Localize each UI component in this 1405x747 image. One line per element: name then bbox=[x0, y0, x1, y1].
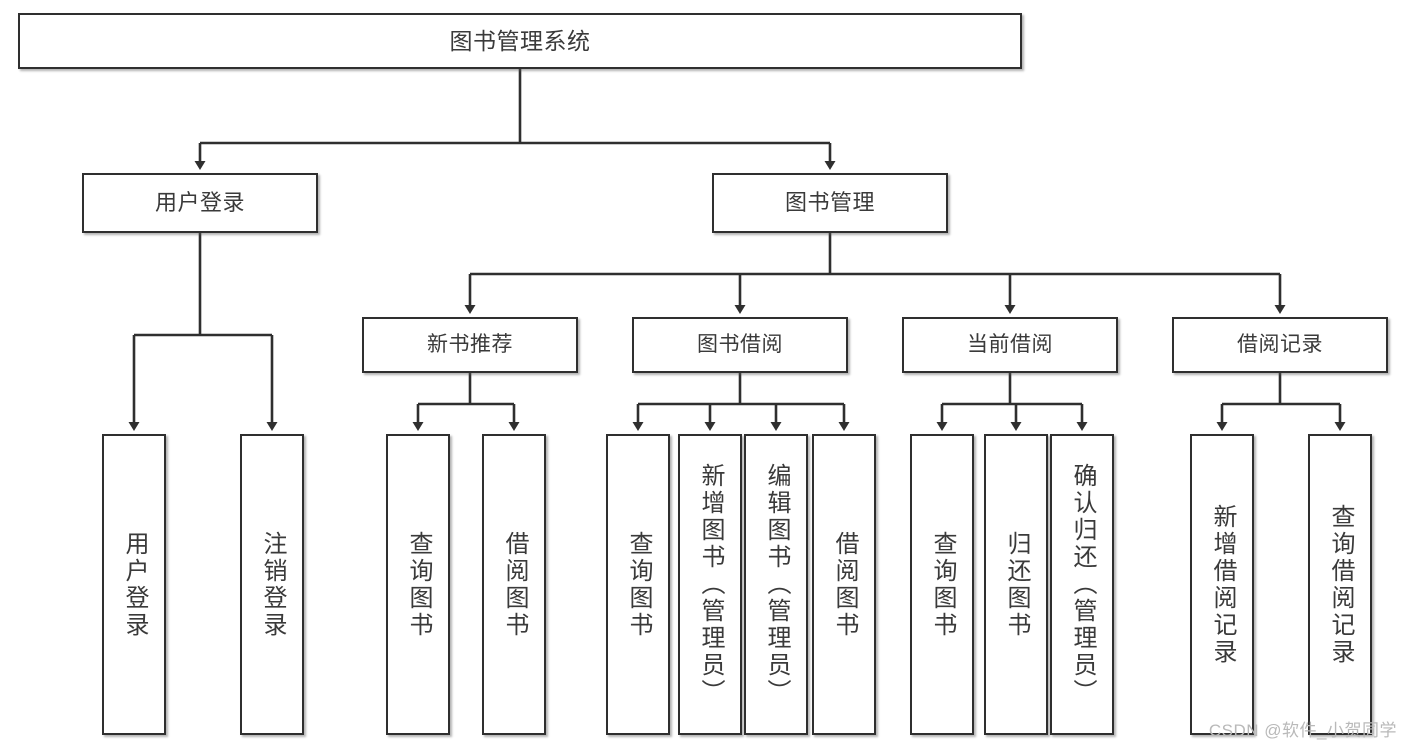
node-lf5[interactable]: 查询图书 bbox=[606, 434, 670, 735]
node-label: 新增图书（管理员） bbox=[697, 463, 724, 706]
node-lf7[interactable]: 编辑图书（管理员） bbox=[744, 434, 808, 735]
node-login[interactable]: 用户登录 bbox=[82, 173, 318, 233]
csdn-watermark: CSDN @软件_小贺同学 bbox=[1208, 721, 1397, 740]
node-newrec[interactable]: 新书推荐 bbox=[362, 317, 578, 373]
node-label: 编辑图书（管理员） bbox=[763, 463, 790, 706]
node-label: 图书管理 bbox=[784, 190, 875, 216]
node-lf2[interactable]: 注销登录 bbox=[240, 434, 304, 735]
node-lf9[interactable]: 查询图书 bbox=[910, 434, 974, 735]
node-lf10[interactable]: 归还图书 bbox=[984, 434, 1048, 735]
node-label: 查询图书 bbox=[625, 530, 652, 639]
node-label: 查询图书 bbox=[929, 530, 956, 639]
node-label: 查询借阅记录 bbox=[1327, 503, 1354, 666]
node-label: 借阅记录 bbox=[1237, 332, 1323, 356]
node-borrow[interactable]: 图书借阅 bbox=[632, 317, 848, 373]
node-label: 用户登录 bbox=[154, 190, 245, 216]
node-label: 图书借阅 bbox=[697, 332, 783, 356]
node-lf13[interactable]: 查询借阅记录 bbox=[1308, 434, 1372, 735]
node-bookmg[interactable]: 图书管理 bbox=[712, 173, 948, 233]
node-label: 归还图书 bbox=[1003, 530, 1030, 639]
node-label: 借阅图书 bbox=[831, 530, 858, 639]
node-current[interactable]: 当前借阅 bbox=[902, 317, 1118, 373]
node-label: 注销登录 bbox=[259, 530, 286, 639]
node-lf6[interactable]: 新增图书（管理员） bbox=[678, 434, 742, 735]
node-lf11[interactable]: 确认归还（管理员） bbox=[1050, 434, 1114, 735]
node-records[interactable]: 借阅记录 bbox=[1172, 317, 1388, 373]
node-label: 新书推荐 bbox=[427, 332, 513, 356]
node-label: 查询图书 bbox=[405, 530, 432, 639]
node-label: 图书管理系统 bbox=[449, 27, 591, 54]
node-root[interactable]: 图书管理系统 bbox=[18, 13, 1022, 69]
node-label: 当前借阅 bbox=[967, 332, 1053, 356]
node-lf3[interactable]: 查询图书 bbox=[386, 434, 450, 735]
node-lf12[interactable]: 新增借阅记录 bbox=[1190, 434, 1254, 735]
node-label: 确认归还（管理员） bbox=[1069, 463, 1096, 706]
node-label: 新增借阅记录 bbox=[1209, 503, 1236, 666]
node-lf8[interactable]: 借阅图书 bbox=[812, 434, 876, 735]
node-lf4[interactable]: 借阅图书 bbox=[482, 434, 546, 735]
node-label: 用户登录 bbox=[121, 530, 148, 639]
node-label: 借阅图书 bbox=[501, 530, 528, 639]
node-lf1[interactable]: 用户登录 bbox=[102, 434, 166, 735]
